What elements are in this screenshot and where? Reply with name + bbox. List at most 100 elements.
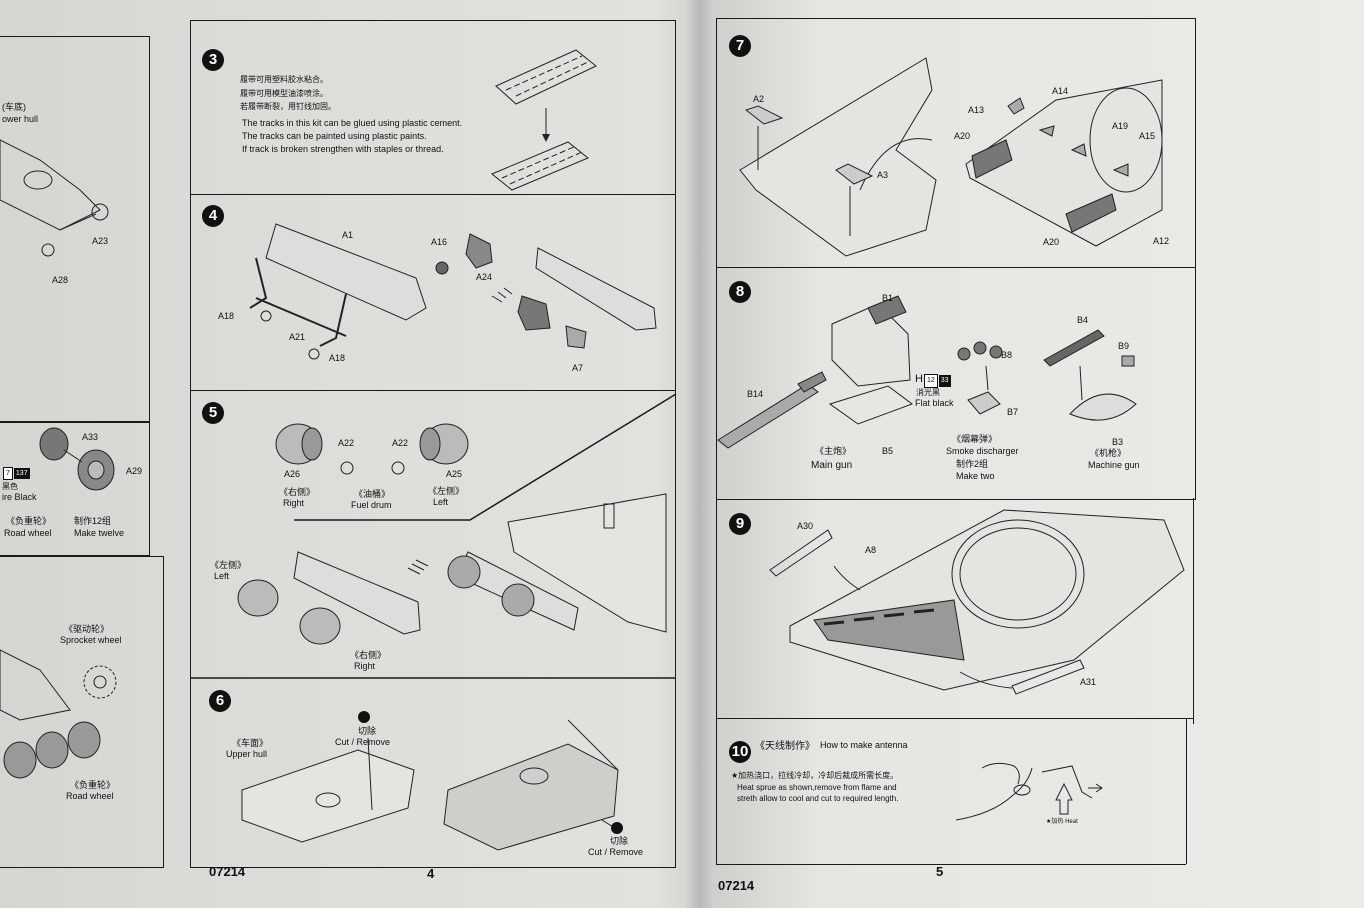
road-wheel-label-en: Road wheel	[4, 528, 52, 538]
step8-parts-drawing	[717, 295, 1137, 449]
step6-cut2-cn: 切除	[610, 836, 629, 846]
page5-left-edge	[716, 498, 717, 864]
step8-badge: 8	[729, 281, 751, 303]
step5-left2-label-en: Left	[214, 571, 230, 581]
step4-part-a18-bottom: A18	[329, 353, 346, 363]
suspension-assembly-drawing	[249, 223, 657, 360]
page4-code: 07214	[209, 864, 246, 879]
step8-color-letter: H	[915, 373, 923, 385]
make-twelve-label-en: Make twelve	[74, 528, 125, 538]
step5-fuel-label-en: Fuel drum	[351, 500, 392, 510]
step8-color-en: Flat black	[915, 398, 954, 408]
step7-badge: 7	[729, 35, 751, 57]
step10-heat-en: Heat	[1065, 819, 1078, 825]
step6-cut2-en: Cut / Remove	[588, 847, 644, 857]
step5-fuel-label-cn: 《油桶》	[354, 489, 391, 499]
step10-note-en-2: streth allow to cool and cut to required…	[737, 794, 899, 803]
road-wheel2-label-en: Road wheel	[66, 791, 114, 801]
part-a33-label: A33	[82, 432, 99, 442]
step5-left-label-cn: 《左侧》	[428, 486, 465, 496]
page5-bottom-edge	[716, 864, 1186, 865]
step7-part-a15: A15	[1139, 131, 1156, 141]
step8-smoke-en: Smoke discharger	[946, 446, 1019, 456]
track-links-drawing	[491, 49, 597, 191]
step10-note-cn: ★加热浇口，拉线冷却，冷却后裁成所需长度。	[731, 771, 899, 780]
upper-hull-drawing	[241, 719, 619, 851]
color-label-cn: 黑色	[2, 482, 18, 491]
step9-hull-drawing	[769, 509, 1185, 695]
step8-part-b1: B1	[882, 293, 894, 303]
color-code-1: 7	[3, 467, 13, 480]
step5-badge: 5	[202, 402, 224, 424]
step8-mg-cn: 《机枪》	[1090, 448, 1127, 458]
step5-part-a26: A26	[284, 469, 301, 479]
step7-part-a3: A3	[877, 170, 889, 180]
step5-part-a25: A25	[446, 469, 463, 479]
step6-badge: 6	[209, 690, 231, 712]
page-fold	[685, 0, 713, 908]
step4-part-a1: A1	[342, 230, 354, 240]
page5-number: 5	[936, 864, 944, 879]
step7-hull-drawing	[739, 57, 1163, 257]
part-a29-label: A29	[126, 466, 143, 476]
step6-cut-en: Cut / Remove	[335, 737, 391, 747]
step8-main-gun-en: Main gun	[811, 460, 853, 471]
left-partial-frame-mid	[0, 422, 150, 556]
step4-part-a7: A7	[572, 363, 584, 373]
sprocket-assembly-drawing	[0, 649, 117, 779]
step7-part-a19: A19	[1112, 121, 1129, 131]
step6-cut-cn: 切除	[358, 726, 377, 736]
step9-part-a30: A30	[797, 521, 814, 531]
step7-part-a14: A14	[1052, 86, 1069, 96]
step5-right-label-cn: 《右侧》	[279, 487, 316, 497]
step10-heat-cn: ★加热	[1046, 819, 1064, 825]
step10-title-en: How to make antenna	[820, 740, 908, 750]
color-label-en: ire Black	[2, 492, 37, 502]
page5-step10-right-edge	[1186, 718, 1187, 864]
page5-divider-9-10	[716, 718, 1194, 719]
step4-part-a21: A21	[289, 332, 306, 342]
step5-right2-label-en: Right	[354, 661, 376, 671]
step6-upper-hull-en: Upper hull	[226, 749, 268, 759]
lower-hull-label-cn: (车底)	[2, 102, 26, 112]
hull-side-drums-drawing	[237, 493, 667, 645]
step10-heat-label: ★加热 Heat	[1046, 817, 1078, 828]
step8-make-two-en: Make two	[956, 471, 995, 481]
step3-note-en-2: The tracks can be painted using plastic …	[242, 131, 427, 141]
step9-badge: 9	[729, 513, 751, 535]
color-code-2: 137	[13, 468, 30, 479]
cut-icon-2	[611, 822, 623, 834]
step8-part-b9: B9	[1118, 341, 1130, 351]
step5-part-a22-left: A22	[338, 438, 355, 448]
step7-part-a2: A2	[753, 94, 765, 104]
step6-upper-hull-cn: 《车面》	[232, 738, 269, 748]
step5-right2-label-cn: 《右侧》	[350, 650, 387, 660]
step4-badge: 4	[202, 205, 224, 227]
step5-left-label-en: Left	[433, 497, 449, 507]
page4-number: 4	[427, 866, 435, 881]
step4-part-a24: A24	[476, 272, 493, 282]
step7-part-a12: A12	[1153, 236, 1170, 246]
step3-note-cn-1: 履带可用塑料胶水粘合。	[240, 75, 328, 84]
step8-part-b7: B7	[1007, 407, 1019, 417]
left-partial-frame-top	[0, 36, 150, 422]
step10-badge: 10	[729, 741, 751, 763]
step8-part-b8: B8	[1001, 350, 1013, 360]
lower-hull-label-en: ower hull	[2, 114, 39, 124]
page5-divider-7-8	[716, 267, 1196, 268]
step8-color-cn: 消光黑	[916, 388, 940, 397]
step3-badge: 3	[202, 49, 224, 71]
page4-divider-4-5	[190, 390, 676, 391]
step8-color-code-1: 12	[923, 374, 938, 388]
fuel-drums-drawing	[275, 423, 469, 475]
step5-part-a22-right: A22	[392, 438, 409, 448]
step9-part-a8: A8	[865, 545, 877, 555]
step8-part-b14: B14	[747, 389, 764, 399]
road-wheel2-label-cn: 《负重轮》	[70, 780, 116, 790]
road-wheel-drawing	[39, 427, 115, 491]
step8-make-two-cn: 制作2组	[956, 459, 989, 469]
step3-note-cn-2: 履带可用模型油漆喷涂。	[240, 89, 328, 98]
page5-code: 07214	[718, 878, 755, 893]
